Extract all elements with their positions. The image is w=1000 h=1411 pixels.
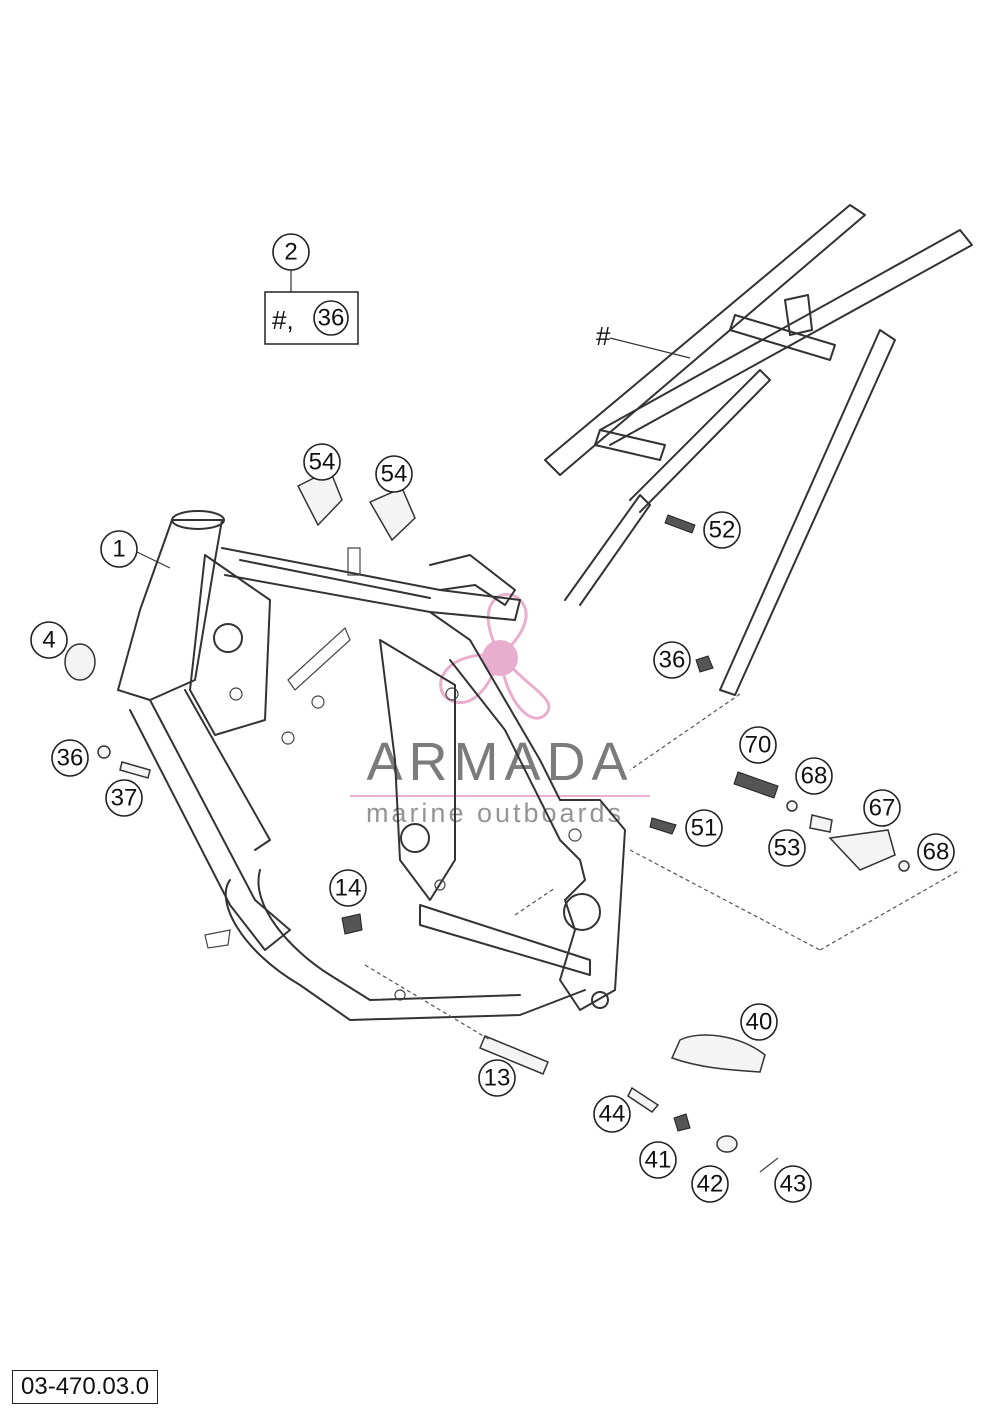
- kit-box: #, 36: [264, 291, 359, 345]
- callout-70: 70: [739, 726, 777, 764]
- watermark-logo: ARMADA marine outboards: [350, 593, 650, 828]
- kit-box-symbol: #,: [272, 305, 294, 335]
- svg-text:37: 37: [111, 785, 138, 812]
- callouts: 2 1 4 36 37 54 54 52 36 70 68 67 53 68 5…: [30, 233, 955, 1203]
- svg-text:43: 43: [780, 1171, 807, 1198]
- callout-36-right: 36: [653, 641, 691, 679]
- svg-text:68: 68: [923, 839, 950, 866]
- kit-box-callout: 36: [313, 300, 349, 336]
- callout-54-right: 54: [375, 455, 413, 493]
- svg-text:36: 36: [318, 305, 345, 332]
- watermark-brand: ARMADA: [366, 732, 633, 792]
- svg-text:36: 36: [57, 745, 84, 772]
- callout-40: 40: [740, 1003, 778, 1041]
- callout-42: 42: [691, 1165, 729, 1203]
- callout-54-left: 54: [303, 443, 341, 481]
- callout-43: 43: [774, 1165, 812, 1203]
- main-frame: [117, 510, 626, 1021]
- seal-ring-part: [64, 643, 96, 681]
- svg-text:13: 13: [484, 1065, 511, 1092]
- callout-37: 37: [105, 779, 143, 817]
- svg-text:52: 52: [709, 517, 736, 544]
- rear-subframe: [544, 204, 973, 696]
- callout-4: 4: [30, 621, 68, 659]
- callout-41: 41: [639, 1141, 677, 1179]
- small-parts: [64, 468, 910, 1173]
- svg-text:2: 2: [284, 239, 297, 266]
- callout-68-top: 68: [795, 757, 833, 795]
- callout-13: 13: [478, 1059, 516, 1097]
- svg-text:54: 54: [309, 449, 336, 476]
- svg-text:42: 42: [697, 1171, 724, 1198]
- callout-2: 2: [272, 233, 310, 271]
- callout-51: 51: [685, 809, 723, 847]
- callout-36-left: 36: [51, 739, 89, 777]
- svg-text:4: 4: [42, 627, 55, 654]
- callout-68-right: 68: [917, 833, 955, 871]
- svg-text:68: 68: [801, 763, 828, 790]
- leader-lines: [136, 270, 961, 1041]
- svg-text:14: 14: [335, 875, 362, 902]
- svg-text:1: 1: [112, 536, 125, 563]
- callout-67: 67: [863, 789, 901, 827]
- diagram-reference-code: 03-470.03.0: [12, 1370, 159, 1404]
- rear-subframe-marker: #: [596, 321, 611, 351]
- callout-44: 44: [593, 1095, 631, 1133]
- callout-1: 1: [100, 530, 138, 568]
- svg-text:40: 40: [746, 1009, 773, 1036]
- svg-text:44: 44: [599, 1101, 626, 1128]
- callout-14: 14: [329, 869, 367, 907]
- callout-53: 53: [768, 829, 806, 867]
- propeller-icon: [439, 593, 551, 720]
- svg-text:51: 51: [691, 815, 718, 842]
- svg-text:41: 41: [645, 1147, 672, 1174]
- callout-52: 52: [703, 511, 741, 549]
- svg-text:70: 70: [745, 732, 772, 759]
- svg-text:53: 53: [774, 835, 801, 862]
- watermark-tagline: marine outboards: [366, 798, 624, 828]
- svg-text:67: 67: [869, 795, 896, 822]
- svg-text:36: 36: [659, 647, 686, 674]
- svg-text:54: 54: [381, 461, 408, 488]
